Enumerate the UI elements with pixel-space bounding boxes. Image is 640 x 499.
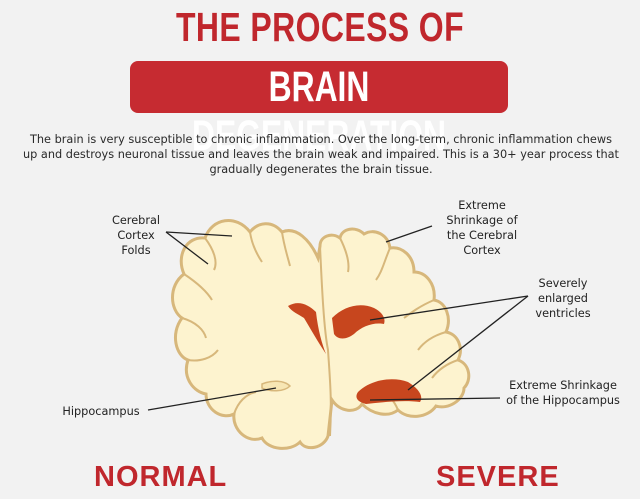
label-enlarged-ventricles: Severely enlarged ventricles xyxy=(528,276,598,321)
label-line: Extreme xyxy=(458,199,506,212)
label-hippocampus: Hippocampus xyxy=(62,405,140,418)
pointer-line xyxy=(369,397,501,401)
cortex-fold xyxy=(431,359,459,379)
cortex-fold xyxy=(181,317,207,339)
title-banner: BRAIN DEGENERATION xyxy=(130,61,508,160)
cortex-fold xyxy=(417,331,447,351)
label-line: the Cerebral xyxy=(446,229,518,242)
pointer-line xyxy=(165,231,233,237)
pointer-line xyxy=(407,295,529,391)
hemisphere-divide xyxy=(319,245,332,437)
caption-severe: SEVERE xyxy=(436,461,560,493)
label-line: Extreme Shrinkage xyxy=(509,379,617,392)
cortex-fold xyxy=(281,231,291,267)
label-cerebral-cortex-folds: Cerebral Cortex Folds xyxy=(104,213,168,258)
label-line: enlarged xyxy=(538,292,588,305)
pointer-line xyxy=(147,387,277,411)
pointer-line xyxy=(369,295,529,321)
pointer-line xyxy=(385,225,433,243)
label-line: Cerebral xyxy=(111,214,161,227)
normal-ventricle xyxy=(288,303,326,354)
cortex-fold xyxy=(403,299,435,319)
cortex-fold xyxy=(339,237,350,273)
cortex-fold xyxy=(233,391,257,415)
cortex-fold xyxy=(249,231,263,263)
title-line-1: THE PROCESS OF xyxy=(176,4,464,50)
label-line: of the Hippocampus xyxy=(506,394,620,407)
label-shrinkage-hippocampus: Extreme Shrinkage of the Hippocampus xyxy=(500,378,626,408)
cortex-fold xyxy=(204,237,217,271)
label-line: ventricles xyxy=(535,307,591,320)
intro-paragraph: The brain is very susceptible to chronic… xyxy=(23,133,619,176)
title-line-2: BRAIN DEGENERATION xyxy=(191,63,446,160)
label-line: Folds xyxy=(121,244,151,257)
pointer-line xyxy=(165,231,209,265)
label-line: Severely xyxy=(538,277,588,290)
label-extreme-shrinkage-cortex: Extreme Shrinkage of the Cerebral Cortex xyxy=(434,198,530,258)
label-line: Cortex xyxy=(463,244,501,257)
cortex-fold xyxy=(187,349,219,362)
caption-normal: NORMAL xyxy=(94,461,228,493)
severe-ventricle xyxy=(332,305,385,339)
cortex-fold xyxy=(183,273,213,301)
cortex-fold xyxy=(375,247,391,281)
label-line: Shrinkage of xyxy=(446,214,518,227)
severe-hippocampus xyxy=(356,379,422,404)
label-line: Cortex xyxy=(117,229,155,242)
